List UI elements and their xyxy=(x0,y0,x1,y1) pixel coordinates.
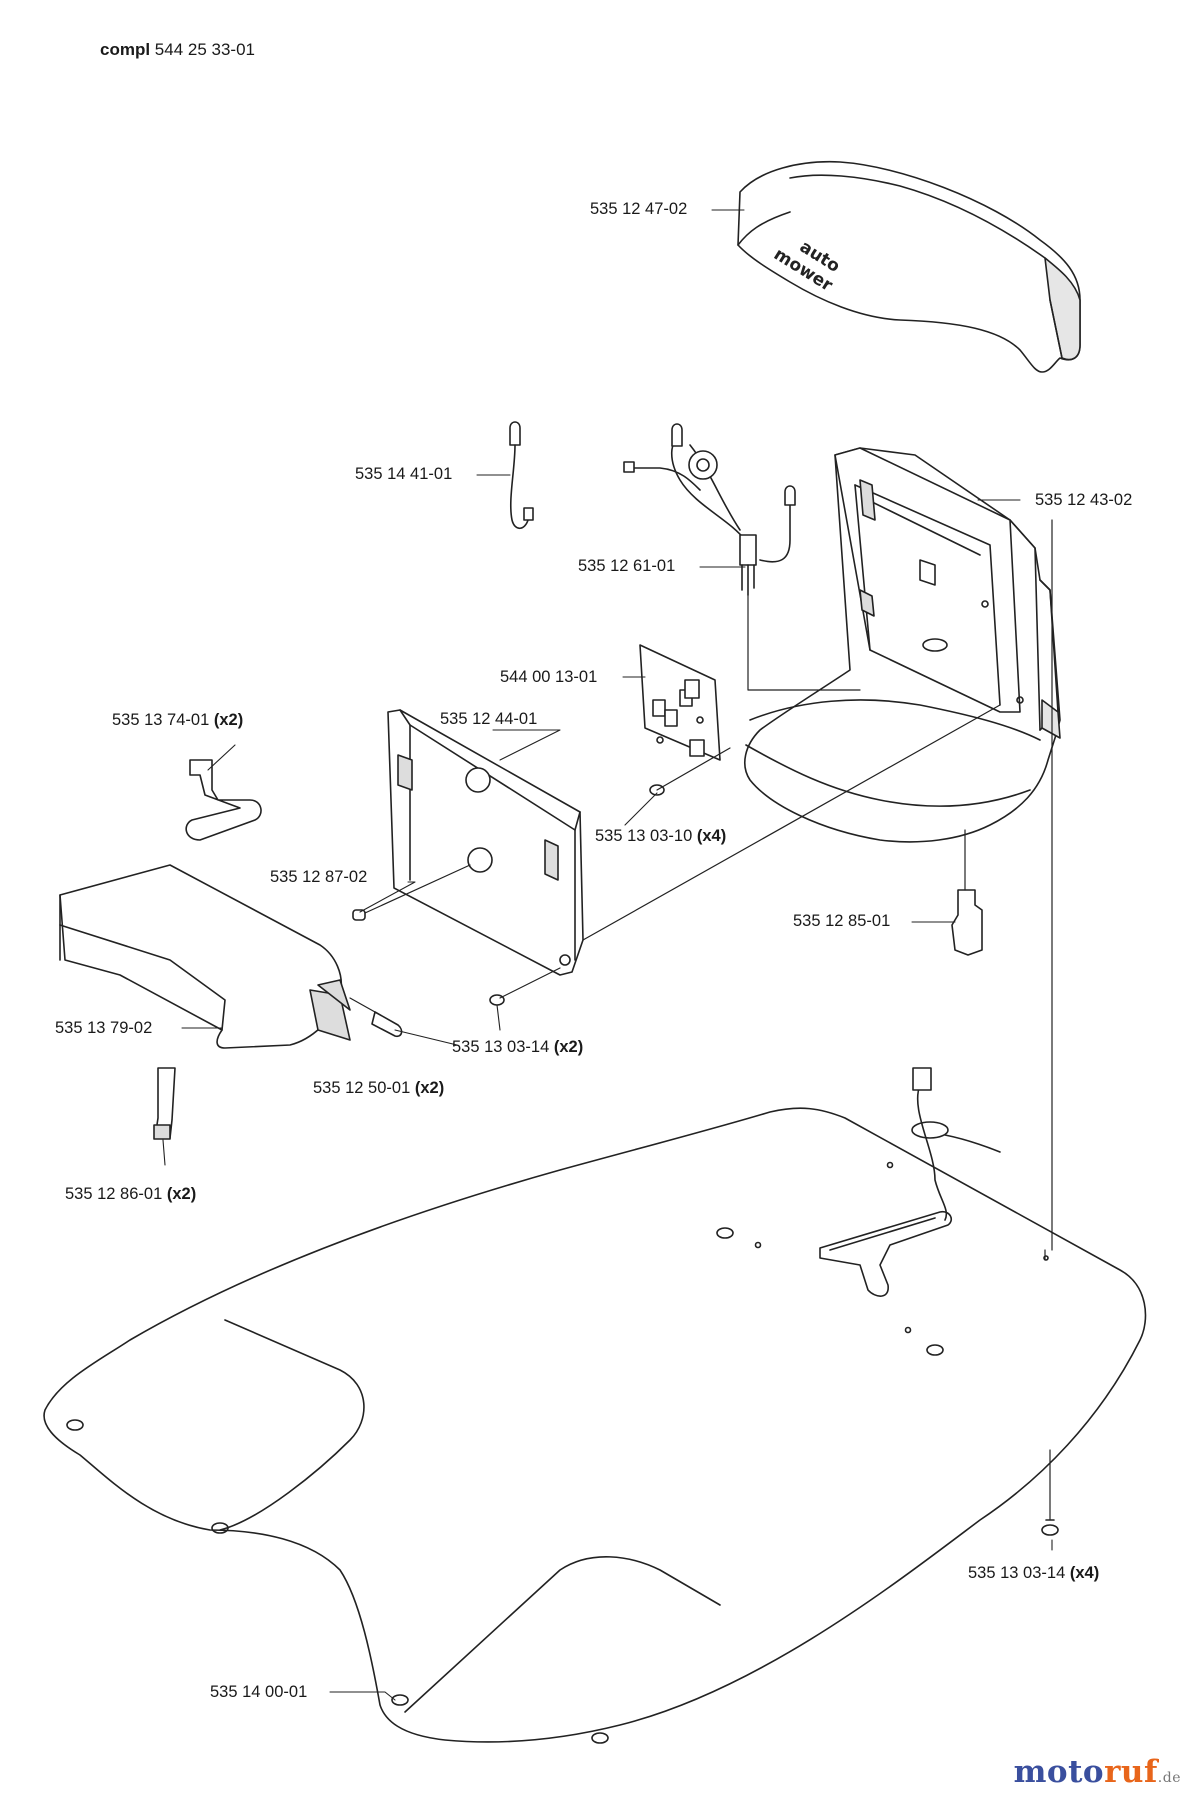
part-label-535-13-79-02: 535 13 79-02 xyxy=(55,1018,152,1038)
part-label-535-13-74-01: 535 13 74-01 (x2) xyxy=(112,710,243,730)
part-number: 535 14 00-01 xyxy=(210,1683,308,1701)
part-number: 535 14 41-01 xyxy=(355,465,453,483)
part-label-535-12-86-01: 535 12 86-01 (x2) xyxy=(65,1184,196,1204)
part-number: 535 13 03-14 xyxy=(452,1038,550,1056)
part-label-535-12-50-01: 535 12 50-01 (x2) xyxy=(313,1078,444,1098)
watermark-logo: motoruf.de xyxy=(1014,1754,1181,1790)
part-qty: (x2) xyxy=(213,711,244,729)
part-label-535-13-03-14-x2: 535 13 03-14 (x2) xyxy=(452,1037,583,1057)
title-number: 544 25 33-01 xyxy=(154,40,255,59)
part-number: 535 13 03-10 xyxy=(595,827,693,845)
strip-part xyxy=(153,1067,176,1140)
clip-part xyxy=(185,759,262,841)
part-qty: (x2) xyxy=(414,1079,445,1097)
part-number: 535 13 74-01 xyxy=(112,711,210,729)
wire-harness-part xyxy=(623,423,861,691)
part-number: 535 12 86-01 xyxy=(65,1185,163,1203)
screw-part-b xyxy=(352,864,471,921)
charging-housing-part xyxy=(744,447,1061,843)
part-label-544-00-13-01: 544 00 13-01 xyxy=(500,667,597,687)
part-number: 535 13 79-02 xyxy=(55,1019,153,1037)
part-number: 535 12 87-02 xyxy=(270,868,368,886)
back-plate-part xyxy=(387,704,1001,976)
top-cover-part xyxy=(737,160,1081,373)
screw-part-d xyxy=(1041,1449,1059,1536)
diagram-title: compl 544 25 33-01 xyxy=(100,40,255,60)
part-qty: (x4) xyxy=(696,827,727,845)
part-number: 544 00 13-01 xyxy=(500,668,598,686)
front-plate-part xyxy=(59,864,351,1049)
part-label-535-13-03-14-x4: 535 13 03-14 (x4) xyxy=(968,1563,1099,1583)
part-qty: (x2) xyxy=(553,1038,584,1056)
part-qty: (x2) xyxy=(166,1185,197,1203)
part-number: 535 12 50-01 xyxy=(313,1079,411,1097)
base-plate-part xyxy=(43,519,1147,1744)
part-label-535-14-00-01: 535 14 00-01 xyxy=(210,1682,307,1702)
part-label-535-12-87-02: 535 12 87-02 xyxy=(270,867,367,887)
part-label-535-12-85-01: 535 12 85-01 xyxy=(793,911,890,931)
part-label-535-12-47-02: 535 12 47-02 xyxy=(590,199,687,219)
connector-part xyxy=(951,829,983,956)
leader-lines xyxy=(162,209,1053,1701)
circuit-board-part xyxy=(639,644,721,761)
part-label-535-12-44-01: 535 12 44-01 xyxy=(440,709,537,729)
watermark-brand-b: ruf xyxy=(1104,1754,1158,1790)
part-number: 535 13 03-14 xyxy=(968,1564,1066,1582)
screw-part-c xyxy=(489,967,561,1006)
sensor-cable-part xyxy=(509,421,534,530)
pin-part xyxy=(349,997,403,1038)
part-number: 535 12 44-01 xyxy=(440,710,538,728)
watermark-suffix: .de xyxy=(1157,1770,1181,1786)
part-label-535-14-41-01: 535 14 41-01 xyxy=(355,464,452,484)
part-qty: (x4) xyxy=(1069,1564,1100,1582)
part-label-535-13-03-10: 535 13 03-10 (x4) xyxy=(595,826,726,846)
part-number: 535 12 61-01 xyxy=(578,557,676,575)
part-number: 535 12 43-02 xyxy=(1035,491,1133,509)
part-number: 535 12 47-02 xyxy=(590,200,688,218)
part-number: 535 12 85-01 xyxy=(793,912,891,930)
title-prefix: compl xyxy=(100,40,151,59)
screw-part-a xyxy=(649,747,731,796)
part-label-535-12-61-01: 535 12 61-01 xyxy=(578,556,675,576)
watermark-brand-a: moto xyxy=(1013,1754,1105,1790)
part-label-535-12-43-02: 535 12 43-02 xyxy=(1035,490,1132,510)
